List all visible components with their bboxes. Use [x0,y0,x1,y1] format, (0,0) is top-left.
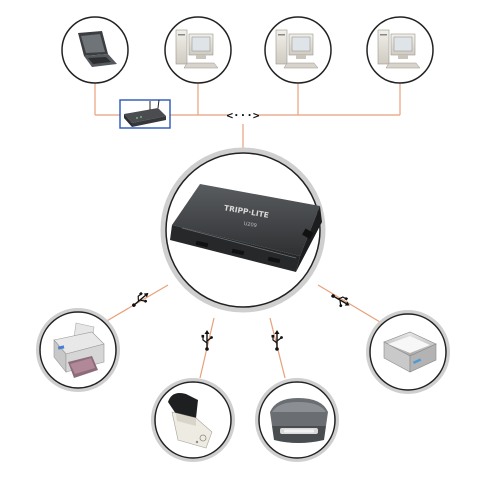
hub-to-scanner-line [317,284,381,323]
node-external-drive [255,378,339,462]
inkjet-printer-icon [53,322,105,378]
node-desktop-2 [264,16,332,84]
node-laptop [61,16,129,84]
usb-hub-device-icon: TRIPP·LITE U209 [170,184,322,272]
node-flatbed-scanner [366,310,450,394]
desktop-computer-icon [275,29,319,69]
usb-icon-printer [132,291,149,307]
label-printer-icon [168,393,213,449]
node-inkjet-printer [36,308,120,392]
hub-model-label: U209 [243,221,257,229]
laptop-icon [78,31,117,67]
usb-symbols [132,291,350,351]
node-desktop-3 [366,16,434,84]
usb-icon-drive [271,330,283,351]
node-label-printer [151,378,235,462]
desktop-computer-icon [377,29,421,69]
desktop-computer-icon [175,29,219,69]
flatbed-scanner-icon [383,331,437,373]
external-drive-icon [270,398,328,443]
node-desktop-1 [164,16,232,84]
usb-icon-scanner [331,294,350,308]
usb-icon-label-printer [201,330,213,351]
router-icon [119,99,171,129]
network-symbol: <···> [226,109,259,122]
node-usb-hub: TRIPP·LITE U209 [160,147,326,313]
